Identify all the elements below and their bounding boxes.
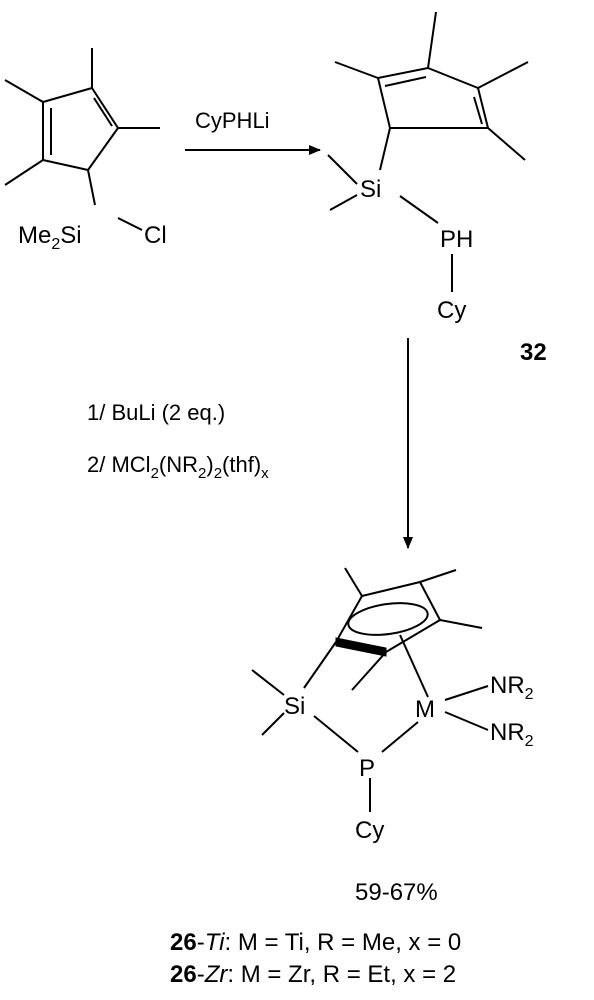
methyl-bond — [487, 127, 526, 161]
methyl-bond — [334, 61, 379, 79]
product-complex — [251, 567, 489, 812]
bond — [42, 159, 89, 171]
double-bond — [384, 76, 427, 87]
methyl-bond — [4, 79, 44, 103]
bond — [361, 581, 421, 597]
bond — [87, 127, 119, 171]
methyl-bond — [427, 11, 437, 69]
methyl-bond — [251, 669, 285, 696]
c32-ph-label: PH — [440, 226, 473, 253]
methyl-bond — [329, 194, 358, 211]
methyl-bond — [419, 569, 457, 583]
c32-cy-label: Cy — [437, 297, 466, 324]
double-bond — [473, 96, 483, 125]
aromatic-ring — [347, 602, 429, 636]
bond — [444, 711, 489, 731]
reagent-step2-line1: 1/ BuLi (2 eq.) — [87, 400, 225, 425]
bond — [379, 127, 391, 171]
bond — [87, 169, 96, 206]
methyl-bond — [477, 61, 529, 89]
bond — [117, 217, 143, 231]
reagent-step2-line2: 2/ MCl2(NR2)2(thf)x — [87, 452, 269, 482]
product-nr2-top: NR2 — [490, 672, 534, 703]
bond — [419, 581, 441, 621]
methyl-bond — [4, 159, 44, 186]
compound-32 — [327, 11, 529, 292]
bond — [377, 67, 429, 79]
bond — [381, 721, 419, 753]
methyl-bond — [261, 712, 285, 736]
bond — [91, 87, 119, 129]
start-me-label: Me2Si — [18, 222, 82, 253]
product-p-label: P — [359, 755, 375, 782]
start-cl-label: Cl — [144, 222, 167, 249]
starting-material — [4, 48, 160, 231]
product-cy-label: Cy — [355, 817, 384, 844]
product-nr2-bottom: NR2 — [490, 719, 534, 750]
double-bond — [93, 97, 113, 127]
bond — [399, 634, 429, 698]
bond — [313, 715, 359, 753]
bond — [377, 77, 391, 129]
methyl-bond — [327, 154, 358, 185]
front-edge — [335, 637, 387, 657]
c32-si-label: Si — [360, 176, 381, 203]
methyl-bond — [344, 567, 363, 597]
caption-26-zr: 26-Zr: M = Zr, R = Et, x = 2 — [170, 961, 456, 988]
methyl-bond — [351, 651, 387, 691]
bond — [42, 87, 93, 103]
bond — [427, 67, 479, 89]
reagent-step1: CyPHLi — [195, 108, 270, 133]
product-yield: 59-67% — [355, 879, 438, 906]
caption-26-ti: 26-Ti: M = Ti, R = Me, x = 0 — [170, 929, 461, 956]
product-m-label: M — [415, 696, 435, 723]
bond — [303, 641, 337, 689]
product-si-label: Si — [284, 693, 305, 720]
bond — [477, 87, 489, 129]
bond — [385, 619, 441, 653]
methyl-bond — [439, 619, 483, 629]
bond — [399, 195, 439, 224]
bond — [444, 685, 489, 701]
compound-32-number: 32 — [520, 339, 547, 366]
